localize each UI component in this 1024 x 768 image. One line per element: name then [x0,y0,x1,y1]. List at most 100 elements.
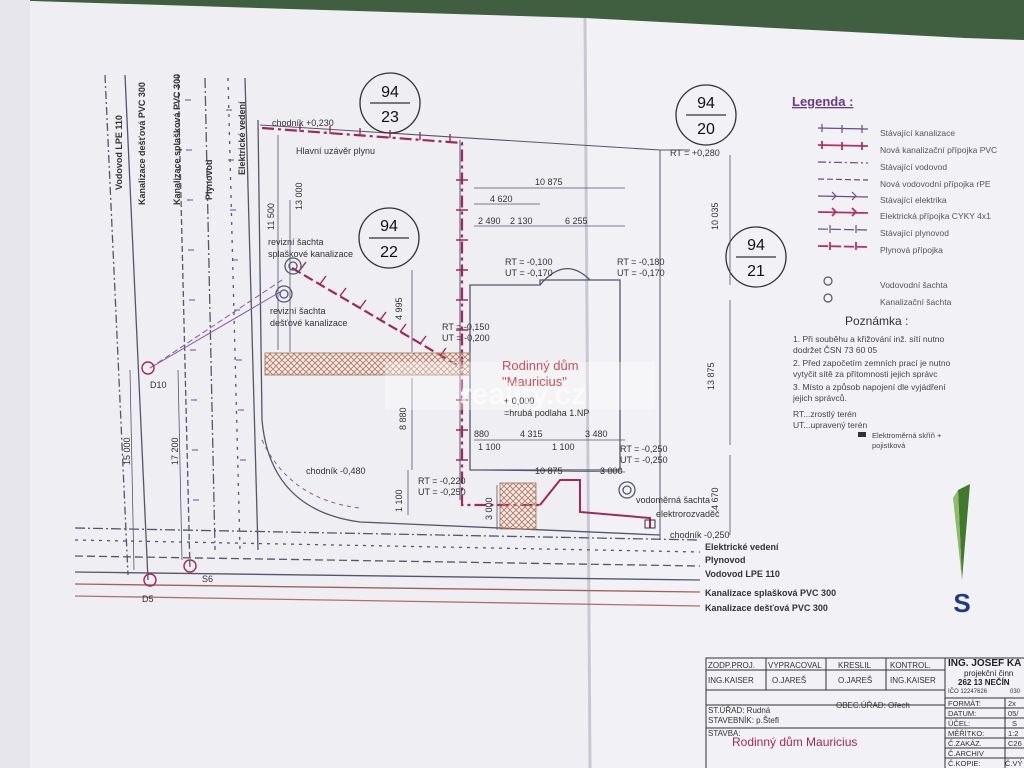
house-level2: =hrubá podlaha 1.NP [504,408,589,418]
parcel-21-sub: 21 [747,263,765,280]
tb-h3: KRESLIL [838,661,871,670]
parcel-20-num: 94 [697,95,715,112]
parcel-22-num: 94 [380,218,398,235]
dim-880: 880 [474,429,489,439]
parcel-23-sub: 23 [381,109,399,126]
title-block [705,657,1024,768]
dim-3480: 3 480 [585,429,608,439]
dim-10875b: 10 875 [535,466,563,476]
legend-item-0: Stávající kanalizace [880,128,955,138]
dim-11500: 11 500 [266,203,276,230]
skrin-symbol [858,432,866,437]
tb-stavebnik: STAVEBNÍK: p.Štefl [708,716,779,725]
legend-vod-sachta: Vodovodní šachta [880,280,948,290]
tb-n3: O.JAREŠ [838,676,872,685]
label-elektro: Elektrické vedení [237,101,247,175]
label-kan-desta: Kanalizace dešťová PVC 300 [137,82,147,205]
dim-13875: 13 875 [706,362,716,390]
ann-uzaver: Hlavní uzávěr plynu [296,146,375,156]
dim-3000b: 3 000 [484,497,494,520]
dim-6255: 6 255 [565,216,588,226]
legend-item-5: Elektrická přípojka CYKY 4x1 [880,211,991,221]
tb-f2: DATUM: [948,709,976,718]
tb-ico2: 030 [1010,689,1021,695]
dim-15000: 15 000 [122,437,132,465]
tb-n1: ING.KAISER [708,676,754,685]
dim-1100b: 1 100 [478,442,501,452]
dim-2130: 2 130 [510,216,533,226]
poznamka-line-1: dodržet ČSN 73 60 05 [793,345,877,355]
ann-sachta1b: splaškové kanalizace [268,249,353,259]
legend-item-7: Plynová přípojka [880,245,943,255]
dim-2490: 2 490 [478,216,501,226]
ann-sachta2b: dešťové kanalizace [270,318,347,328]
ann-rt3: RT = -0,150 [442,322,489,332]
parcel-21-num: 94 [747,237,765,254]
tb-firm1: ING. JOSEF KA [948,658,1021,669]
north-label: S [953,588,970,618]
legend-item-3: Nová vodovodní přípojka rPE [880,179,991,189]
ann-rt2: RT = -0,180 [617,257,664,267]
hatched-strip [264,352,471,376]
tb-firm3: 262 13 NEČÍN [958,678,1010,687]
poznamka-line-5: jejich správců. [792,393,847,403]
tb-f5v: C26 [1008,739,1022,748]
bottom-label-kan-desta: Kanalizace dešťová PVC 300 [705,603,828,613]
dim-4670: 4 670 [710,487,720,510]
legend-title: Legenda : [792,94,853,109]
legend-item-4: Stávající elektrika [880,195,947,205]
water-meter-shaft [618,481,636,499]
tb-f5: Č.ZAKÁZ. [948,739,982,748]
legend-symbols [817,124,869,303]
poznamka-rt: RT...zrostlý terén [793,409,857,419]
tb-stavba: STAVBA: [708,729,741,738]
dim-4315: 4 315 [520,429,543,439]
legend-item-2: Stávající vodovod [880,162,947,172]
ann-chodnik1: chodník +0,230 [272,118,334,128]
ann-ut2: UT = -0,170 [617,268,665,278]
legend-kan-sachta: Kanalizační šachta [880,297,952,307]
bottom-label-elektro: Elektrické vedení [705,542,779,552]
tb-stavba-name: Rodinný dům Mauricius [732,735,857,749]
dim-17200: 17 200 [170,437,180,465]
ann-s6: S6 [202,574,213,584]
ann-ut3: UT = -0,200 [442,333,490,343]
hatched-driveway [499,482,537,530]
dim-10875a: 10 875 [535,177,563,187]
label-vodovod: Vodovod LPE 110 [114,115,124,190]
tb-n2: O.JAREŠ [772,676,806,685]
ann-rt1: RT = -0,100 [505,257,552,267]
ann-rt4: RT = -0,250 [620,444,667,454]
ann-chodnik3: chodník -0,250 [670,530,730,540]
dim-13000: 13 000 [294,182,304,210]
tb-f4: MĚŘÍTKO: [948,729,984,738]
sewer-manhole [284,257,302,275]
label-plynovod: Plynovod [204,159,214,200]
tb-f1v: 2x [1008,699,1016,708]
tb-firm2: projekční činn [964,669,1013,678]
poznamka-line-0: 1. Při souběhu a křižování inž. sítí nut… [793,334,944,344]
poznamka-title: Poznámka : [845,314,908,328]
dim-3000a: 3 000 [600,466,623,476]
dim-4995: 4 995 [394,297,404,320]
legend-item-6: Stávající plynovod [880,228,949,238]
label-kan-splas: Kanalizace splašková PVC 300 [172,74,182,205]
parcel-22-sub: 22 [380,244,398,261]
tb-f4v: 1:2 [1008,729,1018,738]
bottom-label-vodovod: Vodovod LPE 110 [705,569,780,579]
parcel-20-sub: 20 [697,121,715,138]
poznamka-skrin2: pojistková [872,441,906,450]
parcel-23-num: 94 [381,84,399,101]
tb-f7v: Č.VÝ [1005,759,1023,768]
legend-item-1: Nová kanalizační přípojka PVC [880,145,997,155]
elektrorozvadec-box [644,519,656,529]
ann-d10: D10 [150,380,167,390]
ann-rt-top: RT = +0,280 [670,148,720,158]
tb-ico: IČO 12247626 [948,688,988,695]
house-title2: "Mauricius" [502,374,567,389]
tb-f2v: 05/ [1008,709,1019,718]
tb-f3v: S [1012,719,1017,728]
ann-d5: D5 [142,594,154,604]
poznamka-skrin: Elektroměrná skříň + [872,431,942,440]
